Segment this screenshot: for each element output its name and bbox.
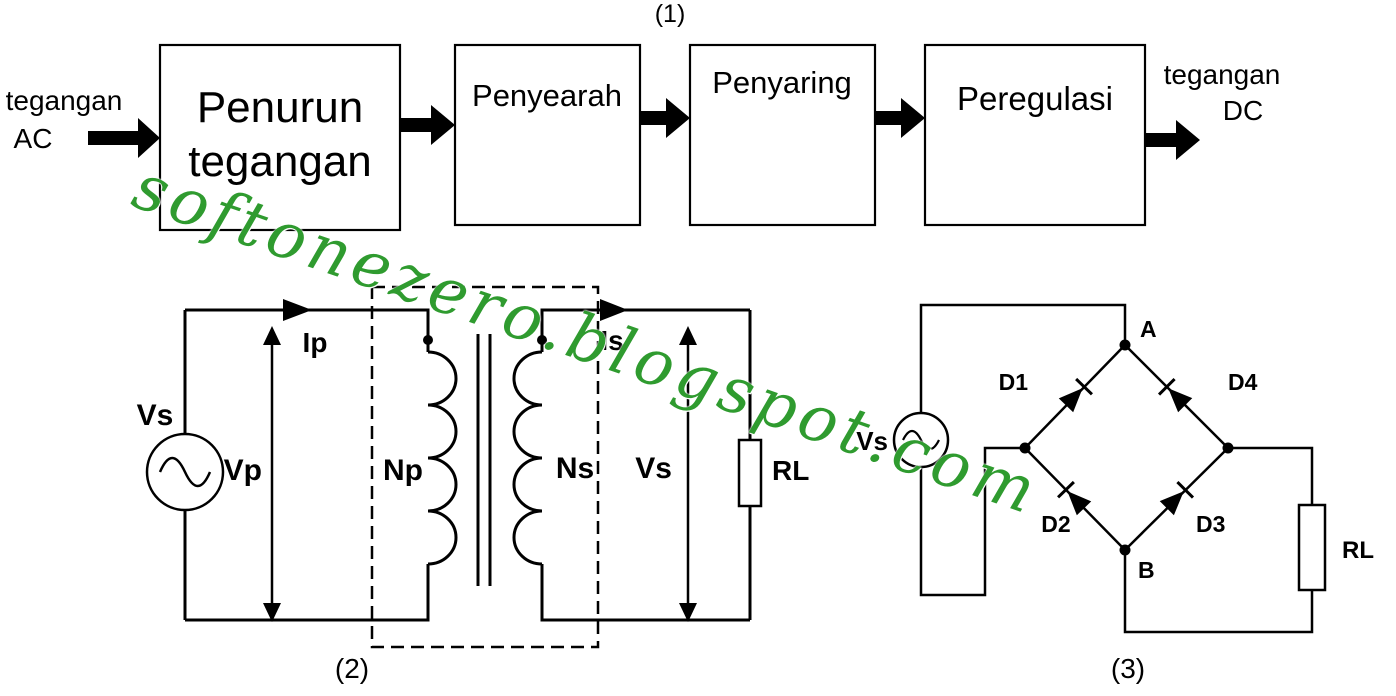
bridge-top-wire — [919, 303, 1127, 413]
bridge-rectifier-circuit: Vs A B — [856, 303, 1374, 684]
block-2-label: Penyearah — [472, 78, 622, 113]
node-right-dot-icon — [1222, 442, 1234, 454]
block-peregulasi — [923, 43, 1147, 227]
input-label-line1: tegangan — [6, 85, 123, 116]
block-penyaring — [688, 43, 877, 227]
bridge-load-resistor-icon — [1297, 503, 1327, 592]
vp-arrowhead-top-icon — [263, 326, 281, 345]
ip-arrow-icon — [283, 299, 312, 321]
block-1-label-line1: Penurun — [197, 83, 363, 132]
node-a-label: A — [1140, 316, 1157, 342]
diode-d1-icon — [1058, 377, 1093, 413]
secondary-current-label: Is — [600, 325, 623, 356]
arrow-3-4-icon — [875, 98, 925, 138]
bridge-sine-wave-icon — [902, 429, 940, 451]
transformer-load-resistor-icon — [737, 438, 763, 508]
arrow-2-3-icon — [640, 98, 690, 138]
diode-d3-label: D3 — [1196, 511, 1225, 537]
sine-wave-icon — [158, 456, 212, 488]
secondary-voltage-label: Vs — [635, 452, 672, 485]
bridge-right-wire — [1228, 446, 1314, 505]
bridge-source-label: Vs — [856, 426, 888, 456]
primary-winding-icon — [427, 350, 458, 566]
diode-d1-label: D1 — [999, 369, 1029, 395]
secondary-bottom-wire — [540, 564, 750, 622]
figure-1-label: (1) — [655, 0, 686, 28]
block-penurun-tegangan — [158, 43, 402, 232]
diode-d4-icon — [1157, 377, 1193, 413]
primary-current-label: Ip — [303, 327, 328, 358]
vp-arrowhead-bottom-icon — [263, 603, 281, 622]
arrow-input-icon — [88, 118, 160, 158]
bridge-left-wire — [919, 446, 1025, 597]
secondary-winding-icon — [512, 350, 543, 566]
input-label-line2: AC — [14, 123, 53, 154]
transformer-circuit: Vs Ip Vp Np Ns Is — [137, 285, 809, 684]
node-left-dot-icon — [1019, 442, 1031, 454]
block-1-label-line2: tegangan — [188, 137, 372, 186]
output-label-line1: tegangan — [1164, 59, 1281, 90]
figure-2-label: (2) — [335, 653, 369, 684]
transformer-dashed-box — [370, 285, 600, 649]
vs-arrowhead-bottom-icon — [679, 603, 697, 622]
primary-voltage-label: Vp — [224, 454, 262, 487]
diode-d3-icon — [1159, 480, 1195, 516]
node-b-dot-icon — [1119, 544, 1131, 556]
arrow-output-icon — [1145, 120, 1200, 160]
transformer-source-label: Vs — [137, 399, 174, 432]
node-b-label: B — [1138, 557, 1155, 583]
bridge-bottom-wire — [1123, 550, 1314, 634]
diode-d4-label: D4 — [1228, 369, 1258, 395]
diode-d2-label: D2 — [1041, 511, 1070, 537]
block-3-label: Penyaring — [712, 65, 852, 100]
diode-d2-icon — [1057, 480, 1092, 516]
is-arrow-icon — [600, 299, 628, 321]
block-4-label: Peregulasi — [957, 80, 1113, 117]
node-a-dot-icon — [1119, 339, 1131, 351]
core-lines-icon — [476, 334, 492, 586]
arrow-1-2-icon — [400, 105, 455, 145]
primary-bottom-wire — [185, 564, 430, 622]
secondary-winding-label: Ns — [556, 452, 594, 485]
primary-phase-dot-icon — [423, 335, 433, 345]
vs-arrowhead-top-icon — [679, 326, 697, 345]
primary-winding-label: Np — [383, 454, 423, 487]
block-diagram: (1) tegangan AC Penurun tegangan Penyear… — [6, 0, 1281, 232]
block-penyearah — [453, 43, 642, 227]
secondary-top-wire — [540, 308, 750, 352]
figure-3-label: (3) — [1111, 653, 1145, 684]
bridge-load-label: RL — [1342, 537, 1374, 564]
output-label-line2: DC — [1223, 95, 1263, 126]
transformer-load-label: RL — [772, 455, 809, 486]
